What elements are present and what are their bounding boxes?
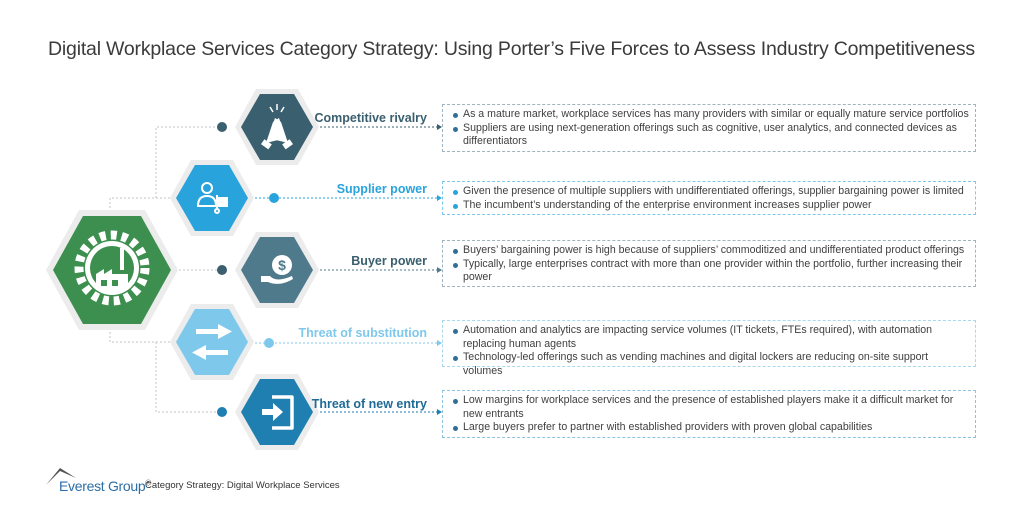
enter-door-icon — [262, 395, 294, 430]
force-label-supplier-power: Supplier power — [336, 182, 427, 196]
force-label-buyer-power: Buyer power — [351, 254, 427, 268]
description-box-buyer-power: Buyers’ bargaining power is high because… — [442, 240, 976, 287]
center-hexagon — [46, 210, 178, 330]
bullet-item: Suppliers are using next-generation offe… — [453, 122, 969, 149]
high-five-hands-icon — [261, 104, 293, 150]
dollar-hand-icon: $ — [261, 255, 293, 284]
description-box-competitive-rivalry: As a mature market, workplace services h… — [442, 104, 976, 152]
connector-dot — [264, 338, 274, 348]
bullet-item: Large buyers prefer to partner with esta… — [453, 421, 969, 435]
description-box-supplier-power: Given the presence of multiple suppliers… — [442, 181, 976, 215]
factory-gear-icon — [74, 230, 150, 306]
force-buyer-power: $ — [217, 232, 442, 308]
brand-text: Everest Group — [59, 478, 146, 494]
bullet-item: Buyers’ bargaining power is high because… — [453, 244, 969, 258]
bullet-item: The incumbent’s understanding of the ent… — [453, 199, 969, 213]
connector-dot — [217, 407, 227, 417]
force-label-threat-of-substitution: Threat of substitution — [298, 326, 427, 340]
connector-dot — [217, 122, 227, 132]
bullet-item: As a mature market, workplace services h… — [453, 108, 969, 122]
force-threat-of-substitution — [170, 304, 442, 380]
force-label-competitive-rivalry: Competitive rivalry — [314, 111, 427, 125]
swap-arrows-icon — [192, 324, 232, 360]
page-title: Digital Workplace Services Category Stra… — [48, 38, 975, 60]
force-competitive-rivalry — [217, 89, 442, 165]
bullet-item: Automation and analytics are impacting s… — [453, 324, 969, 351]
brand-name: Everest Group® — [59, 478, 151, 494]
connector-lines — [109, 126, 222, 413]
connector-dot — [269, 193, 279, 203]
description-box-threat-of-substitution: Automation and analytics are impacting s… — [442, 320, 976, 377]
bullet-item: Low margins for workplace services and t… — [453, 394, 969, 421]
bullet-item: Typically, large enterprises contract wi… — [453, 258, 969, 285]
footer-caption: Category Strategy: Digital Workplace Ser… — [145, 480, 340, 491]
everest-mountain-logo-icon — [46, 468, 76, 485]
connector-dot — [217, 265, 227, 275]
bullet-item: Given the presence of multiple suppliers… — [453, 185, 969, 199]
svg-text:$: $ — [278, 257, 286, 273]
bullet-item: Technology-led offerings such as vending… — [453, 351, 969, 378]
registered-mark: ® — [145, 478, 151, 488]
force-supplier-power — [170, 160, 442, 236]
force-label-threat-of-new-entry: Threat of new entry — [311, 397, 427, 411]
supplier-person-icon — [196, 182, 228, 214]
description-box-threat-of-new-entry: Low margins for workplace services and t… — [442, 390, 976, 438]
force-threat-of-new-entry — [217, 374, 442, 450]
